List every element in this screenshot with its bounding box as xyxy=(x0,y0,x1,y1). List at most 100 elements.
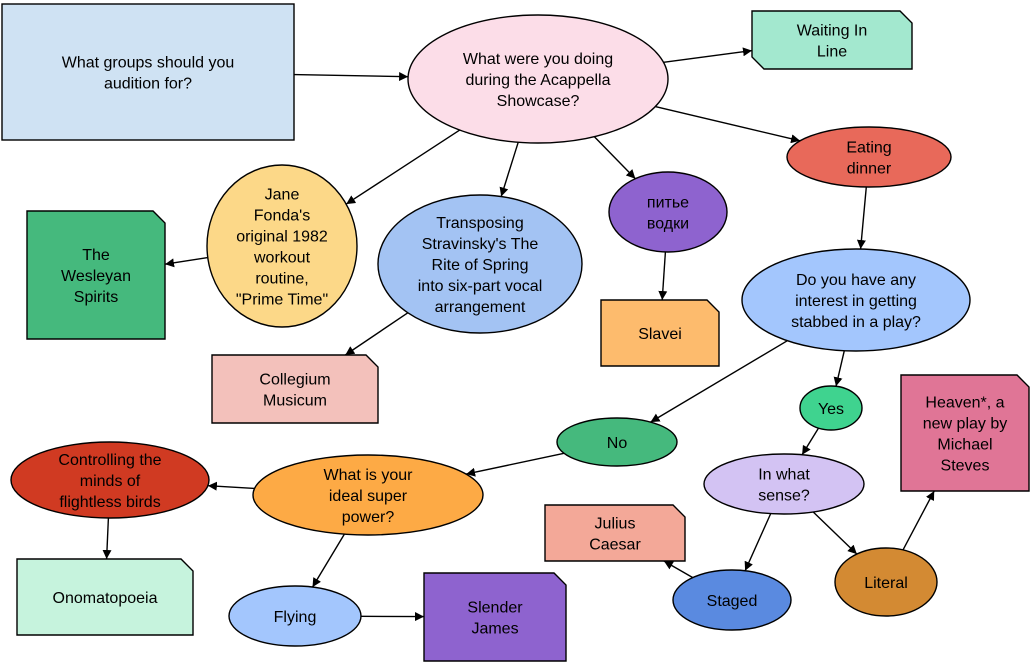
node-label-line: Staged xyxy=(707,593,758,610)
node-label-line: "Prime Time" xyxy=(236,292,328,309)
node-literal: Literal xyxy=(834,547,938,617)
node-label-line: new play by xyxy=(923,416,1008,433)
arrow-jane-to-spirits xyxy=(164,256,208,268)
node-label-line: Controlling the xyxy=(58,452,161,469)
node-label-line: stabbed in a play? xyxy=(791,314,921,331)
node-label-line: Fonda's xyxy=(254,208,310,225)
node-label-line: Waiting In xyxy=(797,23,868,40)
node-shape xyxy=(834,547,938,617)
node-label-line: minds of xyxy=(80,473,141,490)
node-label-line: interest in getting xyxy=(795,293,917,310)
arrow-yes-to-q_sense xyxy=(801,427,820,456)
node-label-line: In what xyxy=(758,467,810,484)
node-label-line: Spirits xyxy=(74,289,118,306)
node-label-line: Wesleyan xyxy=(61,268,131,285)
node-label-line: Musicum xyxy=(263,393,327,410)
node-label-line: No xyxy=(607,435,628,452)
node-waiting: Waiting In Line xyxy=(751,10,913,70)
node-label-line: Transposing xyxy=(436,215,523,232)
node-yes: Yes xyxy=(799,385,863,431)
node-slavei: Slavei xyxy=(600,299,720,367)
arrow-q_showcase-to-stravinsky xyxy=(499,142,519,197)
node-shape xyxy=(799,385,863,431)
arrow-birds-to-onomatopoeia xyxy=(102,517,112,560)
arrow-q_stabbed-to-no xyxy=(650,340,788,423)
arrow-eating-to-q_stabbed xyxy=(856,186,867,250)
node-label-line: Stravinsky's The xyxy=(422,236,539,253)
node-label-line: What is your xyxy=(324,467,414,484)
node-label-line: Jane xyxy=(265,187,300,204)
node-label-line: питье xyxy=(647,195,689,212)
node-label-line: Julius xyxy=(595,516,636,533)
arrow-no-to-q_power xyxy=(465,452,565,477)
node-label-line: Caesar xyxy=(589,537,641,554)
node-shape xyxy=(544,504,686,562)
node-shape xyxy=(252,454,484,536)
node-shape xyxy=(228,585,362,647)
node-label-line: flightless birds xyxy=(59,494,160,511)
edges-layer xyxy=(102,47,935,622)
node-label-line: Slavei xyxy=(638,326,682,343)
node-shape xyxy=(16,558,194,636)
node-label-line: audition for? xyxy=(104,76,192,93)
node-shape xyxy=(423,572,567,662)
arrow-start-to-q_showcase xyxy=(293,72,409,82)
node-label-line: during the Acappella xyxy=(466,72,611,89)
arrow-q_stabbed-to-yes xyxy=(833,350,845,387)
node-label-line: workout xyxy=(253,250,311,267)
node-shape xyxy=(900,374,1030,492)
arrow-q_sense-to-staged xyxy=(744,513,772,572)
node-label-line: Flying xyxy=(274,609,317,626)
node-label-line: ideal super xyxy=(329,488,408,505)
node-shape xyxy=(211,354,379,424)
node-no: No xyxy=(556,417,678,467)
node-label-line: Do you have any xyxy=(796,272,916,289)
node-staged: Staged xyxy=(672,569,792,631)
arrow-literal-to-heaven xyxy=(902,490,935,551)
node-birds: Controlling the minds of flightless birds xyxy=(10,441,210,519)
node-q-sense: In what sense? xyxy=(703,453,865,515)
node-onomatopoeia: Onomatopoeia xyxy=(16,558,194,636)
node-label-line: Michael xyxy=(937,437,992,454)
node-shape xyxy=(26,210,166,340)
node-label-line: What groups should you xyxy=(62,55,235,72)
node-shape xyxy=(407,14,669,144)
node-label-line: Onomatopoeia xyxy=(53,590,158,607)
arrow-q_power-to-birds xyxy=(207,481,255,491)
node-label-line: original 1982 xyxy=(236,229,328,246)
node-shape xyxy=(1,3,295,141)
node-label-line: James xyxy=(471,621,518,638)
node-shape xyxy=(741,248,971,352)
arrow-stravinsky-to-collegium xyxy=(344,312,409,356)
arrow-staged-to-julius xyxy=(663,560,694,579)
node-label-line: водки xyxy=(647,216,689,233)
node-shape xyxy=(377,194,583,334)
node-label-line: power? xyxy=(342,509,395,526)
node-label-line: Line xyxy=(817,44,847,61)
nodes-layer: What groups should you audition for? What … xyxy=(1,3,1030,662)
arrow-q_showcase-to-waiting xyxy=(663,47,753,63)
node-label-line: Steves xyxy=(941,458,990,475)
node-shape xyxy=(600,299,720,367)
node-label-line: Slender xyxy=(467,600,523,617)
arrow-q_showcase-to-jane xyxy=(345,129,461,205)
node-label-line: The xyxy=(82,247,110,264)
node-label-line: Heaven*, a xyxy=(925,395,1004,412)
node-label-line: Literal xyxy=(864,575,908,592)
node-shape xyxy=(556,417,678,467)
arrow-q_sense-to-literal xyxy=(812,511,858,555)
node-vodka: питье водки xyxy=(608,171,728,253)
node-shape xyxy=(10,441,210,519)
node-shape xyxy=(786,126,952,188)
node-q-stabbed: Do you have any interest in getting stabbe… xyxy=(741,248,971,352)
node-label-line: sense? xyxy=(758,488,810,505)
node-label-line: into six-part vocal xyxy=(418,278,543,295)
